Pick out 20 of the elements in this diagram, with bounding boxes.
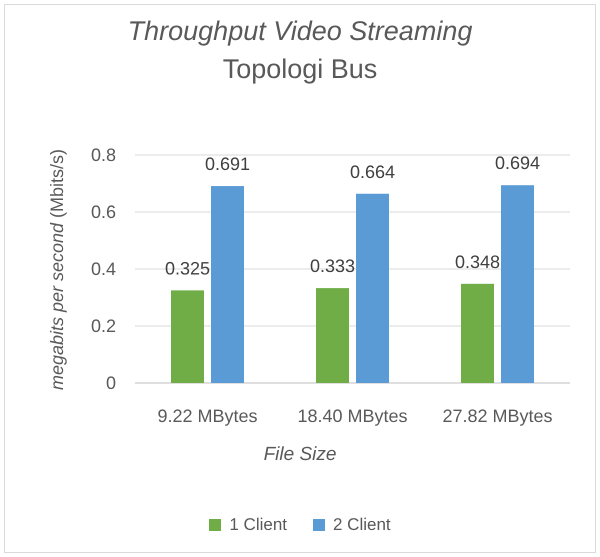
y-tick-label: 0.2: [90, 316, 116, 336]
data-label: 0.325: [164, 258, 210, 278]
data-label: 0.694: [494, 153, 540, 174]
legend-label: 1 Client: [229, 514, 287, 536]
x-axis-title: File Size: [264, 443, 336, 467]
data-label: 0.664: [350, 162, 396, 182]
x-tick-label: 9.22 MBytes: [157, 406, 258, 426]
y-tick-label: 0.4: [90, 259, 116, 279]
y-tick-label: 0: [106, 373, 116, 393]
chart-title: Throughput Video Streaming: [128, 15, 472, 48]
legend-label: 2 Client: [333, 514, 391, 536]
y-tick-label: 0.8: [90, 145, 116, 165]
x-tick-label: 27.82 MBytes: [442, 406, 553, 426]
chart-title: Topologi Bus: [222, 53, 378, 86]
data-label: 0.333: [310, 256, 356, 276]
y-axis-title: megabits per second (Mbits/s): [46, 148, 68, 390]
data-label: 0.691: [204, 154, 250, 174]
data-label: 0.348: [454, 252, 500, 272]
y-tick-label: 0.6: [90, 202, 116, 222]
x-tick-label: 18.40 MBytes: [297, 406, 408, 426]
